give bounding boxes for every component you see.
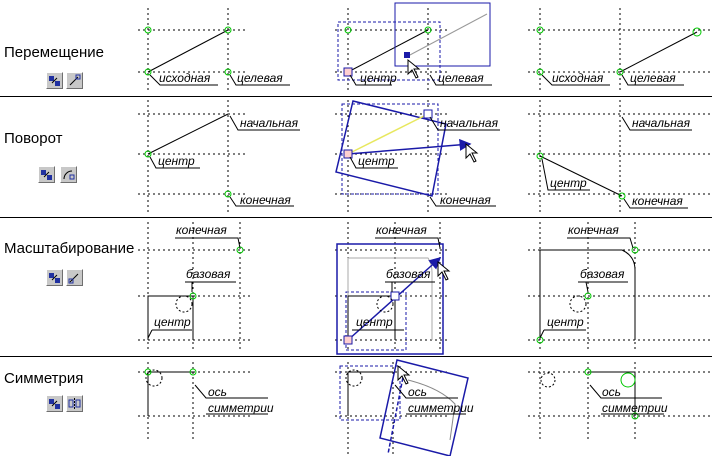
label-center-rotate-3: центр: [550, 176, 587, 190]
label-axis-2-3: симметрии: [602, 401, 668, 415]
move-by-point-icon: [49, 76, 60, 86]
rotate-by-vector-icon: [63, 170, 75, 180]
label-source: исходная: [159, 71, 211, 85]
label-center-rotate: центр: [158, 154, 195, 168]
label-target-2: целевая: [438, 71, 484, 85]
cursor-icon: [397, 364, 411, 385]
label-base-2: базовая: [386, 267, 431, 281]
label-axis-1-2: ось: [408, 385, 427, 399]
label-center-move: центр: [360, 71, 397, 85]
label-base-3: базовая: [580, 267, 625, 281]
move-by-vector-icon: [69, 74, 81, 86]
label-target: целевая: [237, 71, 283, 85]
mirror-by-line-button[interactable]: [66, 395, 83, 412]
rotate-by-vector-button[interactable]: [60, 166, 77, 183]
scale-by-point-button[interactable]: [46, 269, 63, 286]
mirror-panel-2: ось симметрии: [335, 359, 474, 456]
label-center-rotate-2: центр: [358, 154, 395, 168]
rotate-panel-3: начальная центр конечная: [528, 100, 712, 212]
scale-by-vector-button[interactable]: [66, 269, 83, 286]
label-center-scale: центр: [154, 315, 191, 329]
label-axis-2-2: симметрии: [408, 401, 474, 415]
label-end: конечная: [240, 193, 291, 207]
label-start: начальная: [240, 116, 299, 130]
rotate-panel-1: начальная центр конечная: [138, 100, 300, 212]
move-by-point-button[interactable]: [46, 72, 63, 89]
scale-panel-2: конечная базовая центр: [335, 222, 451, 355]
label-target-3: целевая: [630, 71, 676, 85]
row-title-scale: Масштабирование: [4, 240, 135, 257]
label-source-3: исходная: [552, 71, 604, 85]
rotate-by-point-icon: [41, 170, 52, 180]
label-start-2: начальная: [440, 116, 499, 130]
mirror-panel-1: ось симметрии: [138, 362, 274, 440]
label-start-3: начальная: [632, 116, 691, 130]
label-base: базовая: [186, 267, 231, 281]
mirror-by-point-icon: [49, 399, 60, 409]
label-axis-1-3: ось: [602, 385, 621, 399]
move-panel-2: центр целевая: [335, 2, 492, 92]
cursor-icon: [437, 260, 451, 281]
label-center-scale-2: центр: [356, 315, 393, 329]
move-panel-3: исходная целевая: [528, 8, 712, 92]
rotate-by-point-button[interactable]: [38, 166, 55, 183]
cursor-icon: [465, 142, 479, 163]
scale-panel-1: конечная базовая центр: [138, 222, 250, 350]
label-end-3: конечная: [632, 194, 683, 208]
label-end-scale-3: конечная: [568, 223, 619, 237]
row-title-mirror: Симметрия: [4, 370, 84, 387]
scale-panel-3: конечная базовая центр: [528, 222, 712, 350]
label-end-scale-2: конечная: [376, 223, 427, 237]
scale-by-vector-icon: [68, 273, 79, 284]
row-title-rotate: Поворот: [4, 130, 63, 147]
cursor-icon: [407, 58, 421, 79]
label-axis-2: симметрии: [208, 401, 274, 415]
label-end-scale: конечная: [176, 223, 227, 237]
label-center-scale-3: центр: [547, 315, 584, 329]
scale-by-point-icon: [49, 273, 60, 283]
label-end-2: конечная: [440, 193, 491, 207]
label-axis-1: ось: [208, 385, 227, 399]
mirror-by-point-button[interactable]: [46, 395, 63, 412]
row-title-move: Перемещение: [4, 44, 104, 61]
mirror-by-line-icon: [68, 398, 81, 409]
rotate-panel-2: начальная центр конечная: [335, 100, 500, 212]
row-separators: [0, 96, 712, 357]
mirror-panel-3: ось симметрии: [528, 362, 712, 440]
move-panel-1: исходная целевая: [138, 8, 290, 92]
move-by-vector-button[interactable]: [66, 72, 83, 89]
